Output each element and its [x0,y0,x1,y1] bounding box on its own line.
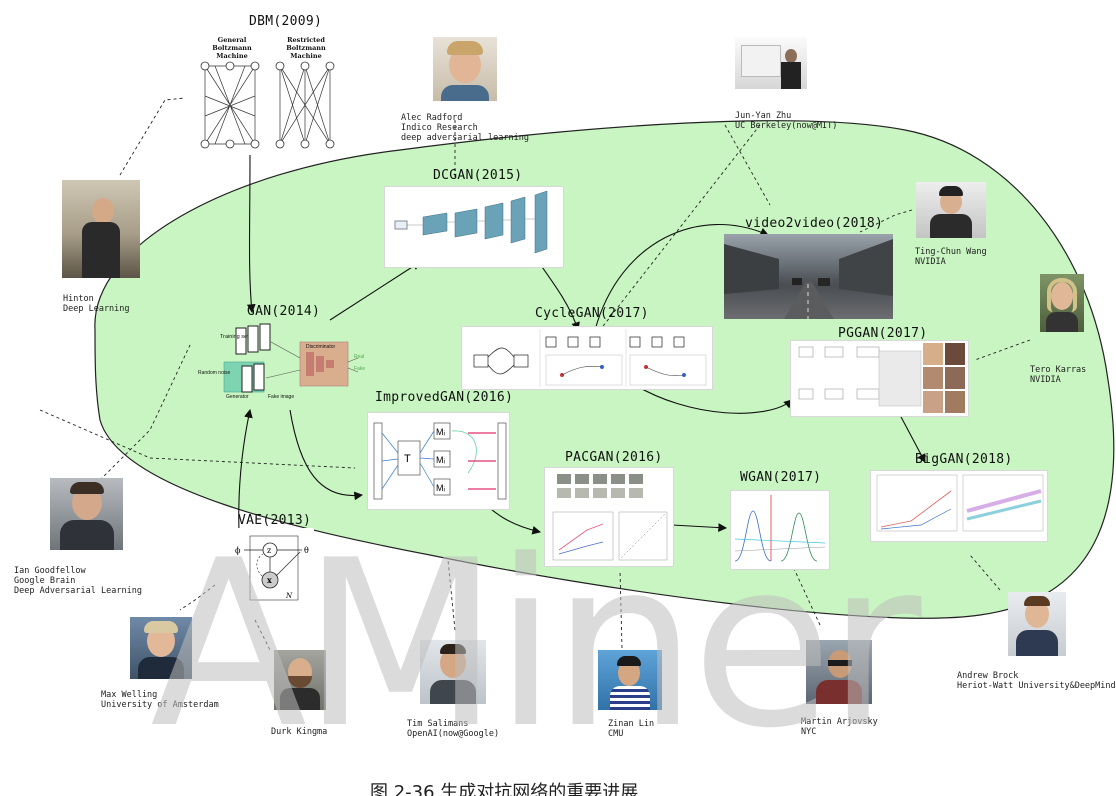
gan-architecture [223,323,359,393]
svg-text:ϕ: ϕ [235,546,241,555]
wang-name: Ting-Chun Wang [915,247,987,257]
arrow-cyclegan-to-video2video [594,223,770,331]
karras-affiliation: NVIDIA [1030,375,1061,385]
biggan-collapse-plots [876,474,1044,532]
goodfellow-name: Ian Goodfellow [14,566,86,576]
arrow-gan-to-dcgan [329,261,421,321]
salimans-name: Tim Salimans [407,719,469,729]
pggan-figure [790,340,969,417]
wang-photo [916,182,986,238]
wang-affiliation: NVIDIA [915,257,946,267]
wgan-density-plot [734,495,826,562]
arjovsky-affiliation: NYC [801,727,817,737]
wgan-title: WGAN(2017) [740,470,822,485]
street-scene [724,239,893,319]
hinton-name: Hinton [63,294,94,304]
pggan-title: PGGAN(2017) [838,326,928,341]
boltzmann-graphs [200,61,335,149]
radford-affiliation: Indico Research [401,123,478,133]
hinton-photo [62,180,140,278]
brock-photo [1008,592,1066,656]
goodfellow-topic: Deep Adversarial Learning [14,586,142,596]
svg-text:Mᵢ: Mᵢ [436,483,445,493]
svg-text:N: N [285,592,293,600]
gan-discriminator-label: Discriminator [306,344,336,350]
pggan-progression [798,343,965,413]
video2video-title: video2video(2018) [745,216,884,231]
lin-name: Zinan Lin [608,719,655,729]
goodfellow-affiliation: Google Brain [14,576,76,586]
lin-photo [598,650,662,710]
cyclegan-diagram [473,329,707,387]
gan-figure: Training set Random noise Generator Fake… [196,322,368,410]
karras-name: Tero Karras [1030,365,1087,375]
hinton-affiliation: Deep Learning [63,304,130,314]
arjovsky-name: Martin Arjovsky [801,717,878,727]
figure-caption: 图 2-36 生成对抗网络的重要进展 [370,782,639,796]
vae-figure: z x ϕ θ N [232,528,314,606]
radford-photo [433,37,497,101]
minibatch-discrimination: T Mᵢ Mᵢ Mᵢ [373,422,507,500]
gan-title: GAN(2014) [247,304,321,319]
dbm-figure: General Boltzmann Machine Restricted Bol… [185,36,340,154]
pacgan-title: PACGAN(2016) [565,450,663,465]
cyclegan-title: CycleGAN(2017) [535,306,649,321]
vae-graphical-model: z x ϕ θ N [235,535,309,601]
dcgan-title: DCGAN(2015) [433,168,523,183]
goodfellow-photo [50,478,123,550]
radford-name: Alec Radford [401,113,463,123]
gan-fake-image-label: Fake image [268,394,295,400]
brock-affiliation: Heriot-Watt University&DeepMind [957,681,1116,691]
welling-photo [130,617,192,679]
svg-text:Mᵢ: Mᵢ [436,427,445,437]
karras-photo [1040,274,1084,332]
arjovsky-photo [806,640,872,704]
svg-text:z: z [267,546,271,555]
svg-text:x: x [267,575,272,585]
person-links [39,97,1031,651]
improvedgan-title: ImprovedGAN(2016) [375,390,514,405]
gan-fake-label: Fake [354,366,366,372]
dbm-right-caption: Restricted Boltzmann Machine [286,36,326,60]
gan-generator-label: Generator [226,394,249,400]
kingma-photo [274,650,326,710]
salimans-photo [420,640,486,704]
radford-topic: deep adversarial learning [401,133,529,143]
video2video-frame [724,234,893,319]
wgan-figure [730,490,830,570]
dbm-title: DBM(2009) [249,14,323,29]
zhu-name: Jun-Yan Zhu [735,111,792,121]
biggan-title: BigGAN(2018) [915,452,1013,467]
pacgan-figure [544,467,674,567]
arrow-gan-to-improvedgan [289,409,364,501]
dbm-left-caption: General Boltzmann Machine [212,36,252,60]
dcgan-figure [384,186,564,268]
brock-name: Andrew Brock [957,671,1019,681]
zhu-affiliation: UC Berkeley(now@MIT) [735,121,838,131]
gan-training-set-label: Training set [220,334,249,340]
zhu-photo [735,37,807,89]
arrow-pggan-to-biggan [899,414,926,463]
vae-title: VAE(2013) [238,513,312,528]
welling-name: Max Welling [101,690,158,700]
kingma-name: Durk Kingma [271,727,328,737]
gan-real-label: Real [354,354,365,360]
improvedgan-figure: T Mᵢ Mᵢ Mᵢ [367,412,510,510]
welling-affiliation: University of Amsterdam [101,700,219,710]
gan-random-noise-label: Random noise [198,370,231,376]
dcgan-architecture [394,190,548,254]
aminer-watermark: AMiner [150,512,922,779]
pacgan-plots [552,474,668,561]
arrow-dbm-to-gan [246,154,256,314]
lin-affiliation: CMU [608,729,624,739]
salimans-affiliation: OpenAI(now@Google) [407,729,500,739]
svg-text:θ: θ [304,546,309,555]
arrow-pacgan-to-wgan [671,523,728,532]
svg-text:T: T [404,453,411,465]
cyclegan-figure [461,326,713,390]
arrow-cyclegan-to-pggan [629,381,793,414]
svg-text:Mᵢ: Mᵢ [436,455,445,465]
biggan-figure [870,470,1048,542]
